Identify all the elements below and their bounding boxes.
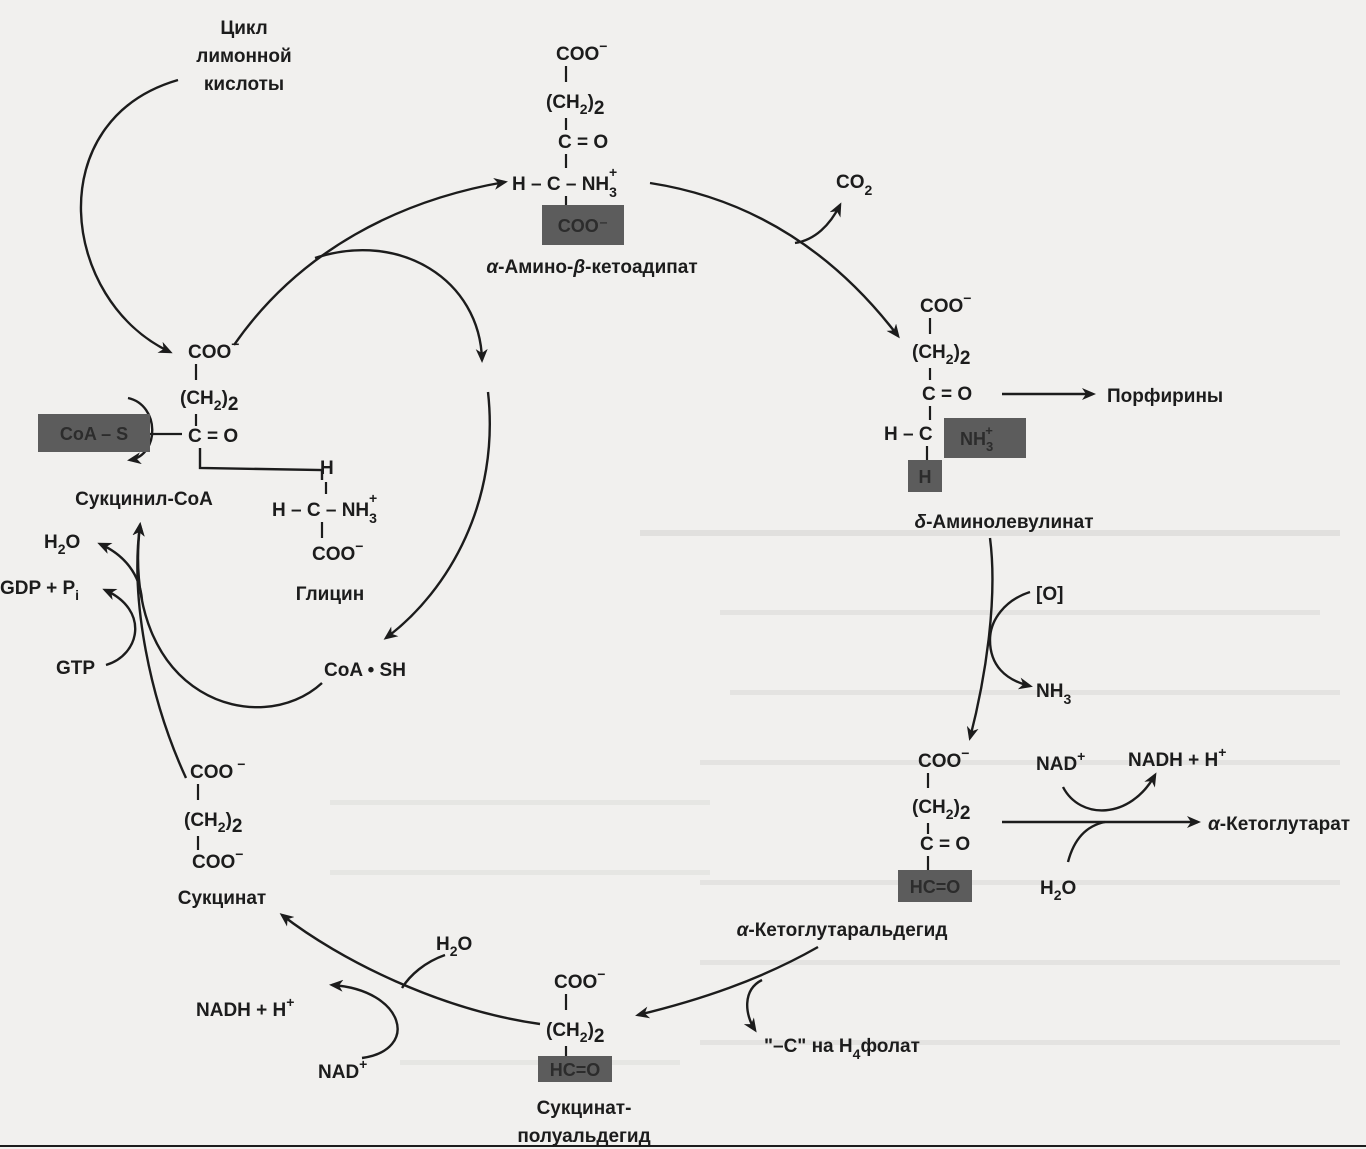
arrow-h2o-in-right [1066, 820, 1106, 863]
arrow-nad-to-nadh-right [1061, 772, 1157, 812]
arrow-coa-release-2 [383, 391, 491, 640]
svg-text:CoA – S: CoA – S [60, 424, 128, 444]
svg-text:COO−: COO− [556, 38, 607, 65]
arrow-h2o-in-left [400, 953, 446, 989]
porphyrins-label: Порфирины [1107, 386, 1223, 407]
svg-text:(CH2)2: (CH2)2 [912, 797, 970, 824]
arrow-co2-release [794, 202, 842, 245]
svg-text:C = O: C = O [188, 426, 238, 447]
arrow-citric-to-succinyl-coa [79, 78, 179, 354]
compound-name-amino-ketoadipate: α-Амино-β-кетоадипат [486, 257, 697, 278]
arrow-coa-release-1 [314, 249, 488, 363]
arrow-c1-to-folate [743, 978, 763, 1033]
svg-text:COO−: COO− [190, 756, 245, 783]
nh3-label: NH3 [1036, 681, 1071, 707]
compound-name-semialdehyde-2: полуальдегид [517, 1126, 650, 1147]
svg-text:C = O: C = O [920, 834, 970, 855]
svg-text:HC=O: HC=O [910, 877, 961, 897]
highlight-coa-s [38, 414, 150, 452]
glycine-link-bracket [198, 448, 324, 480]
svg-text:(CH2)2: (CH2)2 [546, 1020, 604, 1047]
svg-text:C = O: C = O [922, 384, 972, 405]
coa-sh-label: CoA • SH [324, 660, 406, 681]
svg-text:(CH2)2: (CH2)2 [912, 342, 970, 369]
background-texture [330, 530, 1340, 1065]
compound-name-aminolevulinate: δ-Аминолевулинат [914, 512, 1093, 533]
nad-plus-label-right: NAD+ [1036, 748, 1085, 775]
arrow-to-succinate [279, 913, 541, 1026]
arrow-to-aminolevulinate [649, 181, 900, 339]
highlight-carboxyl [542, 205, 624, 245]
arrow-coash-to-succinyl [132, 522, 323, 709]
oxygen-label: [O] [1036, 584, 1063, 605]
compound-succinate-semialdehyde: COO− (CH2)2 HC=O Сукцинат- полуальдегид [517, 966, 650, 1147]
compound-name-semialdehyde-1: Сукцинат- [537, 1098, 632, 1119]
svg-text:COO−: COO− [920, 290, 971, 317]
compound-glycine: H H – C – NH3+ COO− Глицин [272, 458, 377, 605]
arrow-coa-loop [127, 396, 154, 465]
gtp-label: GTP [56, 658, 95, 679]
svg-text:COO−: COO− [192, 846, 243, 873]
arrow-to-succinate-semialdehyde [635, 945, 819, 1019]
svg-text:COO−: COO− [918, 745, 969, 772]
svg-text:H – C – NH3+: H – C – NH3+ [512, 164, 617, 200]
arrow-nh3-out [988, 639, 1033, 690]
compound-name-glycine: Глицин [296, 584, 364, 605]
svg-text:H – C: H – C [884, 424, 933, 445]
compound-succinate: COO− (CH2)2 COO− Сукцинат [178, 756, 267, 909]
arrow-oxygen-in [988, 590, 1031, 641]
citric-acid-cycle-label: Цикл лимонной кислоты [196, 18, 291, 95]
h4folate-label: "–C" на H4фолат [764, 1036, 920, 1062]
h2o-label-left: H2O [436, 934, 472, 959]
arrow-succinyl-to-amino-ketoadipate [233, 177, 508, 346]
svg-text:H: H [320, 458, 334, 479]
svg-text:COO−: COO− [188, 336, 239, 363]
arrow-nad-to-nadh-left [329, 979, 399, 1060]
alpha-ketoglutarate-label: α-Кетоглутарат [1208, 814, 1350, 835]
compound-ketoglutaraldehyde: COO− (CH2)2 C = O HC=O α-Кетоглутаральде… [737, 745, 972, 941]
svg-text:(CH2)2: (CH2)2 [184, 810, 242, 837]
svg-text:HC=O: HC=O [550, 1060, 601, 1080]
highlight-aldehyde [898, 870, 972, 902]
svg-text:(CH2)2: (CH2)2 [546, 92, 604, 119]
svg-text:кислоты: кислоты [204, 74, 284, 95]
compound-aminolevulinate: COO− (CH2)2 C = O H – C NH3+ H δ-Аминоле… [884, 290, 1094, 533]
svg-text:COO⁻: COO⁻ [558, 216, 609, 236]
svg-text:H – C – NH3+: H – C – NH3+ [272, 490, 377, 526]
arrow-to-ketoglutaraldehyde [966, 537, 994, 741]
svg-text:COO−: COO− [554, 966, 605, 993]
co2-label: CO2 [836, 172, 873, 198]
svg-text:NH3+: NH3+ [960, 423, 993, 454]
svg-text:COO−: COO− [312, 538, 363, 565]
svg-text:лимонной: лимонной [196, 46, 291, 67]
h2o-label-gtp: H2O [44, 532, 80, 557]
highlight-amino [944, 418, 1026, 458]
arrow-succinate-to-succinyl [132, 522, 188, 779]
nadh-label-right: NADH + H+ [1128, 744, 1226, 771]
reaction-arrows [79, 78, 1201, 1060]
svg-text:C = O: C = O [558, 132, 608, 153]
svg-text:H: H [919, 467, 932, 487]
h2o-label-right: H2O [1040, 878, 1076, 903]
compound-name-ketoglutaraldehyde: α-Кетоглутаральдегид [737, 920, 948, 941]
highlight-hydrogen [908, 460, 942, 492]
svg-text:(CH2)2: (CH2)2 [180, 388, 238, 415]
svg-text:Цикл: Цикл [220, 18, 267, 39]
arrow-h2o-out [97, 542, 144, 601]
compound-name-succinyl-coa: Сукцинил-CoA [75, 489, 213, 510]
compound-amino-ketoadipate: COO− (CH2)2 C = O H – C – NH3+ COO⁻ α-Ам… [486, 38, 697, 278]
nad-plus-label-left: NAD+ [318, 1056, 367, 1083]
compound-name-succinate: Сукцинат [178, 888, 267, 909]
arrow-gtp-to-gdp [102, 588, 137, 667]
gdp-pi-label: GDP + Pi [0, 578, 79, 603]
nadh-label-left: NADH + H+ [196, 994, 294, 1021]
compound-succinyl-coa: COO− (CH2)2 CoA – S C = O Сукцинил-CoA [38, 336, 239, 510]
highlight-aldehyde-semialdehyde [538, 1056, 612, 1082]
